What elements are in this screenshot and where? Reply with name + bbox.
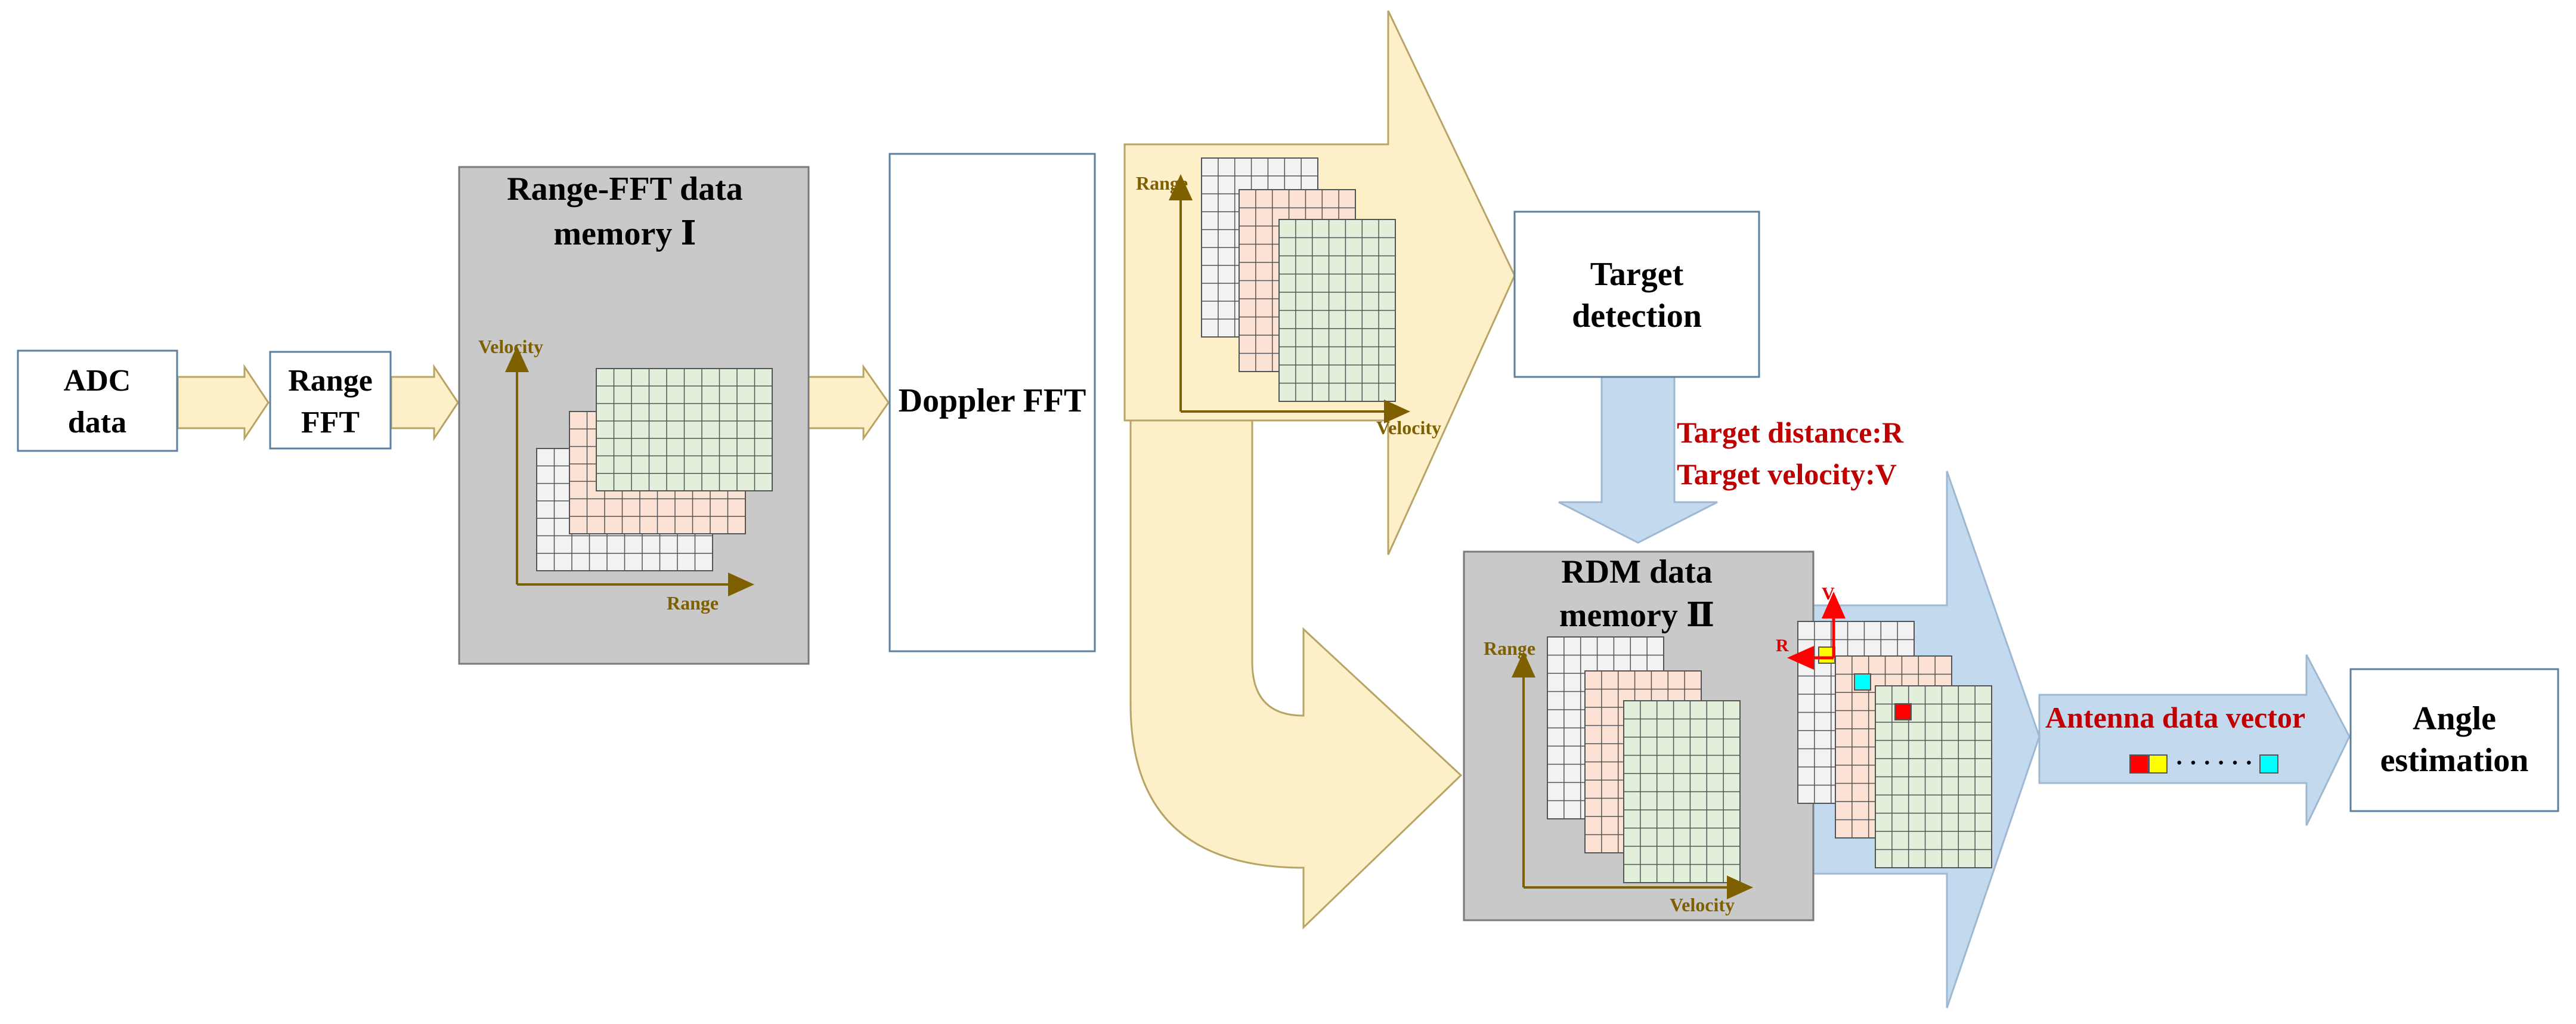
vector-cell-red	[2129, 754, 2148, 774]
adc-label-line1: ADC	[64, 364, 131, 398]
memory1-matrix-stack	[536, 368, 773, 571]
top-rdm-matrix-stack	[1201, 157, 1396, 402]
target-distance-annotation: Target distance:R	[1677, 416, 1904, 449]
arrow-adc-to-range-fft	[177, 364, 270, 441]
target-detection-box	[1513, 211, 1760, 378]
target-detection-line1: Target	[1590, 256, 1684, 293]
top-range-label: Range	[1136, 172, 1188, 194]
target-velocity-annotation: Target velocity:V	[1677, 457, 1897, 491]
vector-cell-yellow	[2148, 754, 2168, 774]
curved-arrow-to-rdm-memory	[1129, 419, 1463, 930]
matrix-grid	[1623, 700, 1741, 883]
antenna-vector-label: Antenna data vector	[2045, 701, 2305, 734]
matrix-grid	[1278, 219, 1396, 402]
adc-data-box	[17, 349, 178, 452]
angle-estimation-box	[2349, 668, 2559, 812]
adc-label-line2: data	[68, 406, 126, 440]
marker-cell-cyan	[1854, 673, 1871, 691]
target-detection-line2: detection	[1572, 298, 1702, 335]
antenna-matrix-stack	[1797, 621, 1992, 868]
memory1-range-label: Range	[667, 592, 719, 614]
marker-v-label: V	[1822, 584, 1835, 604]
memory2-matrix-stack	[1547, 636, 1741, 883]
blue-arrow-down	[1558, 376, 1718, 544]
top-velocity-label: Velocity	[1376, 417, 1441, 438]
memory2-title-line1: RDM data	[1561, 553, 1713, 590]
doppler-fft-label: Doppler FFT	[899, 382, 1086, 419]
marker-r-label: R	[1776, 636, 1789, 655]
memory2-title-line2: memory Ⅱ	[1559, 597, 1714, 634]
marker-cell-red	[1894, 703, 1912, 720]
memory2-range-label: Range	[1484, 638, 1535, 659]
vector-dots: · · · · · ·	[2175, 749, 2253, 776]
memory1-title-line1: Range-FFT data	[507, 171, 743, 208]
blue-arrow-antenna-vector	[2038, 654, 2351, 826]
memory1-title-line2: memory Ⅰ	[553, 215, 696, 252]
matrix-grid	[596, 368, 773, 491]
range-fft-label-line1: Range	[288, 364, 373, 398]
range-fft-label-line2: FFT	[301, 406, 360, 440]
range-fft-box	[269, 351, 392, 450]
matrix-grid	[1875, 685, 1992, 868]
arrow-memory1-to-doppler	[807, 364, 890, 441]
angle-estimation-line1: Angle	[2413, 700, 2496, 737]
angle-estimation-line2: estimation	[2380, 742, 2529, 779]
memory1-velocity-label: Velocity	[478, 336, 543, 357]
memory2-velocity-label: Velocity	[1670, 894, 1735, 915]
vector-cell-cyan	[2259, 754, 2278, 774]
doppler-fft-box	[888, 153, 1096, 652]
arrow-range-fft-to-memory1	[390, 364, 459, 441]
